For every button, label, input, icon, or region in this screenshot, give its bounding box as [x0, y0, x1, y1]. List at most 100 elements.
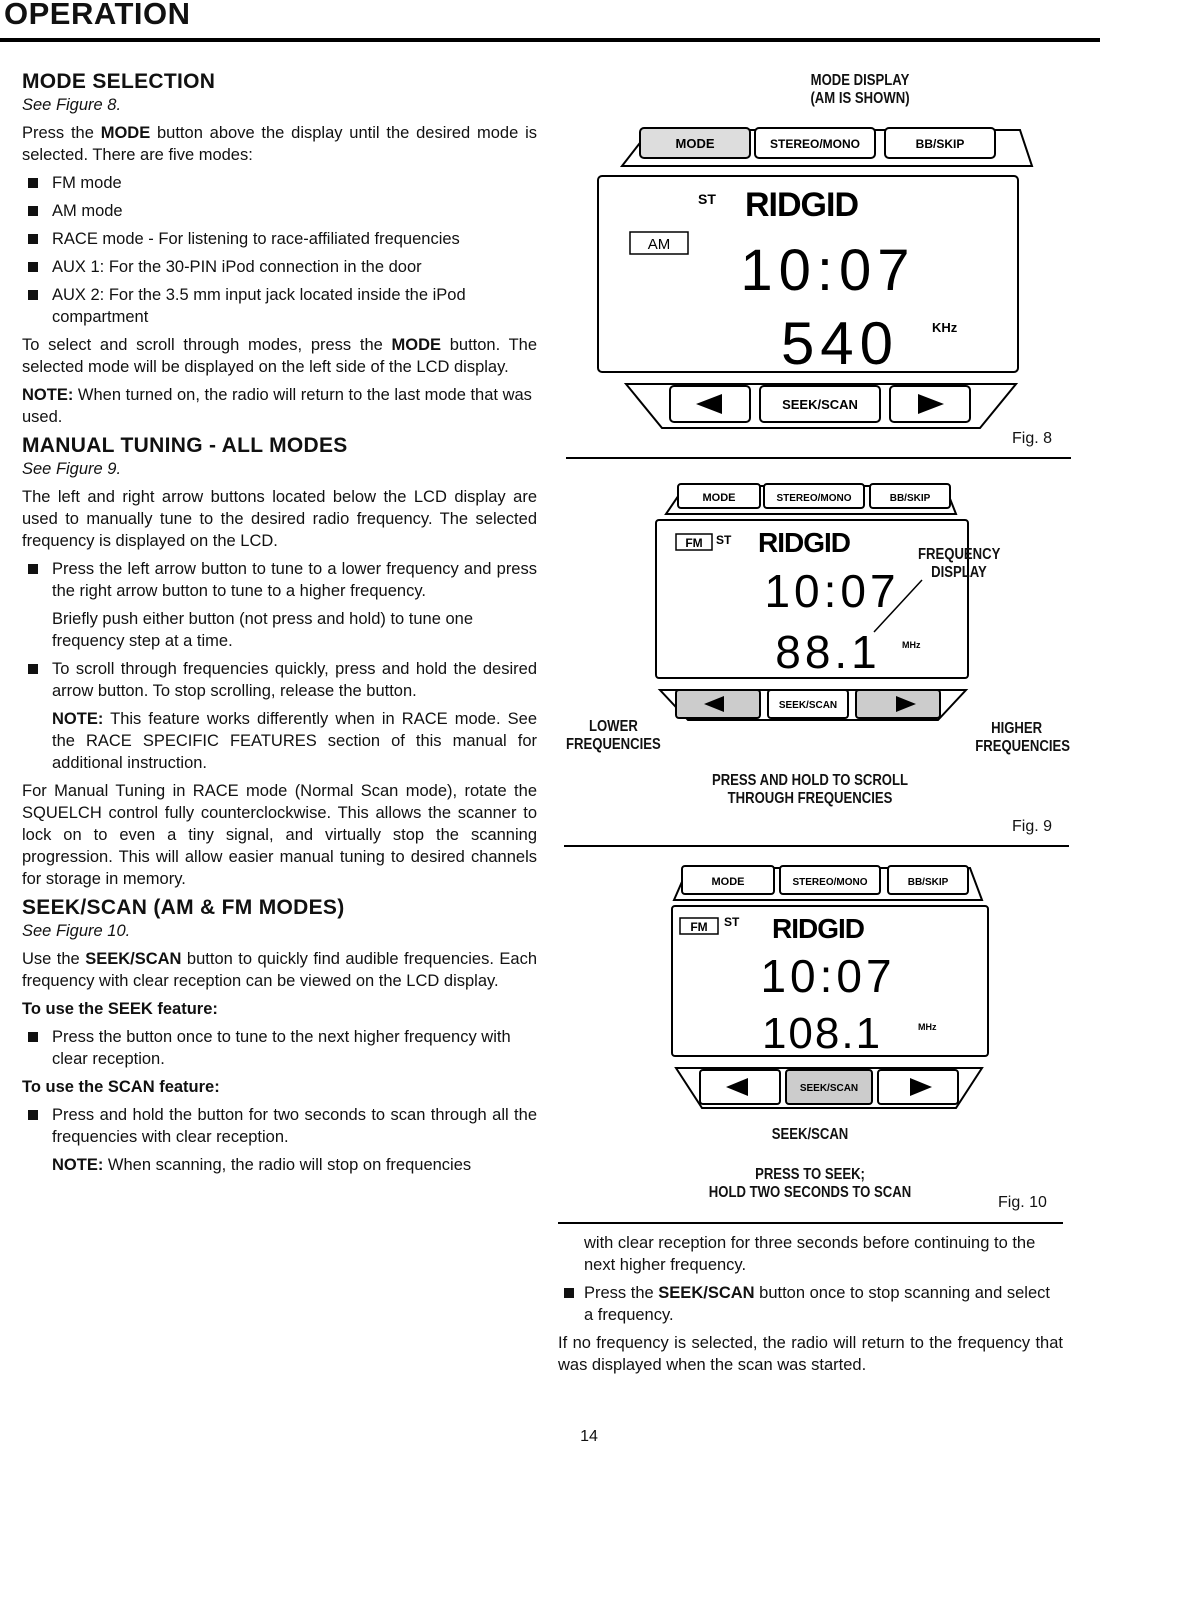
left-column: MODE SELECTION See Figure 8. Press the M… — [22, 66, 537, 1182]
fig8-label: Fig. 8 — [1012, 430, 1053, 447]
manual-tuning-heading: MANUAL TUNING - ALL MODES — [22, 434, 348, 457]
mode-indicator-box — [679, 917, 719, 935]
right-arrow-icon — [918, 394, 944, 414]
fig8-radio-display: MODE STEREO/MONO BB/SKIP ST RIDGID AM 10… — [597, 127, 1034, 429]
fig10-radio-display: MODE STEREO/MONO BB/SKIP FM ST RIDGID 10… — [671, 865, 989, 1109]
mode-scroll-text: To select and scroll through modes, pres… — [22, 336, 538, 376]
seek-list: Press the button once to tune to the nex… — [22, 1026, 537, 1070]
brand-logo: RIDGID — [758, 527, 851, 558]
scan-subheading: To use the SCAN feature: — [22, 1078, 220, 1096]
list-item: AUX 1: For the 30-PIN iPod connection in… — [22, 256, 537, 278]
scan-continuation: with clear reception for three seconds b… — [584, 1234, 1036, 1274]
top-button-bar: MODE STEREO/MONO BB/SKIP — [664, 483, 958, 515]
mode-intro: Press the MODE button above the display … — [22, 124, 537, 164]
stereo-indicator: ST — [698, 191, 716, 207]
frequency-display: 108.1 — [762, 1009, 882, 1058]
list-item: Press the SEEK/SCAN button once to stop … — [558, 1282, 1063, 1326]
bottom-button-bar: SEEK/SCAN — [657, 689, 969, 721]
fig9-label: Fig. 9 — [1012, 818, 1053, 835]
stereo-mono-button[interactable] — [754, 127, 876, 159]
bb-skip-label: BB/SKIP — [916, 137, 965, 151]
mode-list: FM mode AM mode RACE mode - For listenin… — [22, 172, 537, 328]
list-item: To scroll through frequencies quickly, p… — [22, 658, 537, 702]
list-item: RACE mode - For listening to race-affili… — [22, 228, 537, 250]
mode-indicator: FM — [685, 536, 702, 550]
fig10-seek-label: SEEK/SCAN — [771, 1126, 849, 1143]
mode-button[interactable] — [639, 127, 751, 159]
list-item: Press the left arrow button to tune to a… — [22, 558, 537, 602]
bb-skip-label: BB/SKIP — [890, 493, 931, 504]
race-tuning-text: For Manual Tuning in RACE mode (Normal S… — [22, 782, 537, 888]
lcd-screen — [597, 175, 1019, 373]
right-arrow-icon — [896, 696, 916, 712]
manual-tuning-intro: The left and right arrow buttons located… — [22, 488, 537, 550]
fig10-label: Fig. 10 — [998, 1194, 1047, 1211]
stereo-mono-button[interactable] — [763, 483, 865, 509]
bb-skip-label: BB/SKIP — [908, 877, 949, 888]
mode-button[interactable] — [681, 865, 775, 895]
mode-indicator-box — [629, 231, 689, 255]
stereo-mono-label: STEREO/MONO — [776, 493, 851, 504]
stereo-indicator: ST — [724, 915, 740, 929]
frequency-display-callout: FREQUENCY DISPLAY — [918, 546, 1001, 581]
list-item: AM mode — [22, 200, 537, 222]
tuning-note: NOTE: This feature works differently whe… — [52, 710, 537, 772]
right-column-text: with clear reception for three seconds b… — [558, 1232, 1063, 1382]
fig9-radio-display: MODE STEREO/MONO BB/SKIP FM ST RIDGID 10… — [655, 483, 969, 721]
left-arrow-icon — [696, 394, 722, 414]
fig10-caption: PRESS TO SEEK; HOLD TWO SECONDS TO SCAN — [708, 1166, 912, 1201]
time-display: 10:07 — [760, 950, 895, 1002]
mode-indicator: AM — [648, 236, 671, 253]
stereo-mono-button[interactable] — [779, 865, 881, 895]
scan-list: Press and hold the button for two second… — [22, 1104, 537, 1148]
fig8-caption: MODE DISPLAY (AM IS SHOWN) — [810, 72, 910, 107]
tuning-list-2: To scroll through frequencies quickly, p… — [22, 658, 537, 702]
tuning-sub-text: Briefly push either button (not press an… — [52, 610, 474, 650]
see-figure-8: See Figure 8. — [22, 96, 122, 114]
seek-scan-intro: Use the SEEK/SCAN button to quickly find… — [22, 950, 537, 990]
top-button-bar: MODE STEREO/MONO BB/SKIP — [672, 865, 984, 901]
left-arrow-icon — [704, 696, 724, 712]
bb-skip-button[interactable] — [869, 483, 951, 509]
stereo-indicator: ST — [716, 533, 732, 547]
mode-selection-heading: MODE SELECTION — [22, 70, 216, 93]
frequency-display: 540 — [781, 310, 899, 377]
fig10-rule — [558, 1222, 1063, 1224]
final-text: If no frequency is selected, the radio w… — [558, 1334, 1063, 1374]
time-display: 10:07 — [740, 238, 915, 303]
lower-frequencies-label: LOWER FREQUENCIES — [566, 718, 661, 753]
unit-label: KHz — [932, 320, 958, 335]
brand-logo: RIDGID — [745, 186, 858, 224]
mode-indicator: FM — [690, 920, 707, 934]
seek-scan-button[interactable] — [767, 689, 849, 719]
frequency-display: 88.1 — [775, 626, 881, 678]
top-button-bar: MODE STEREO/MONO BB/SKIP — [619, 127, 1034, 167]
list-item: AUX 2: For the 3.5 mm input jack located… — [22, 284, 537, 328]
callout-line — [873, 579, 923, 633]
bb-skip-button[interactable] — [884, 127, 996, 159]
page-number: 14 — [580, 1428, 598, 1445]
mode-button-label: MODE — [676, 136, 715, 151]
lcd-screen — [655, 519, 969, 679]
time-display: 10:07 — [764, 565, 899, 617]
scan-note: NOTE: When scanning, the radio will stop… — [52, 1156, 472, 1174]
mode-indicator-box — [675, 533, 713, 551]
seek-scan-button[interactable] — [759, 385, 881, 423]
seek-scan-button[interactable] — [785, 1069, 873, 1105]
bb-skip-button[interactable] — [887, 865, 969, 895]
higher-frequencies-label: HIGHER FREQUENCIES — [975, 720, 1070, 755]
stereo-mono-label: STEREO/MONO — [770, 137, 860, 151]
list-item: Press and hold the button for two second… — [22, 1104, 537, 1148]
seek-scan-label: SEEK/SCAN — [779, 700, 837, 711]
list-item: Press the button once to tune to the nex… — [22, 1026, 537, 1070]
left-arrow-icon — [726, 1078, 748, 1096]
unit-label: MHz — [902, 640, 921, 650]
fig9-caption: PRESS AND HOLD TO SCROLL THROUGH FREQUEN… — [711, 772, 909, 807]
mode-button-label: MODE — [712, 876, 745, 888]
list-item: FM mode — [22, 172, 537, 194]
stop-list: Press the SEEK/SCAN button once to stop … — [558, 1282, 1063, 1326]
mode-note: NOTE: When turned on, the radio will ret… — [22, 386, 532, 426]
fig9-rule — [564, 845, 1069, 847]
mode-button[interactable] — [677, 483, 761, 509]
seek-scan-label: SEEK/SCAN — [782, 397, 858, 412]
